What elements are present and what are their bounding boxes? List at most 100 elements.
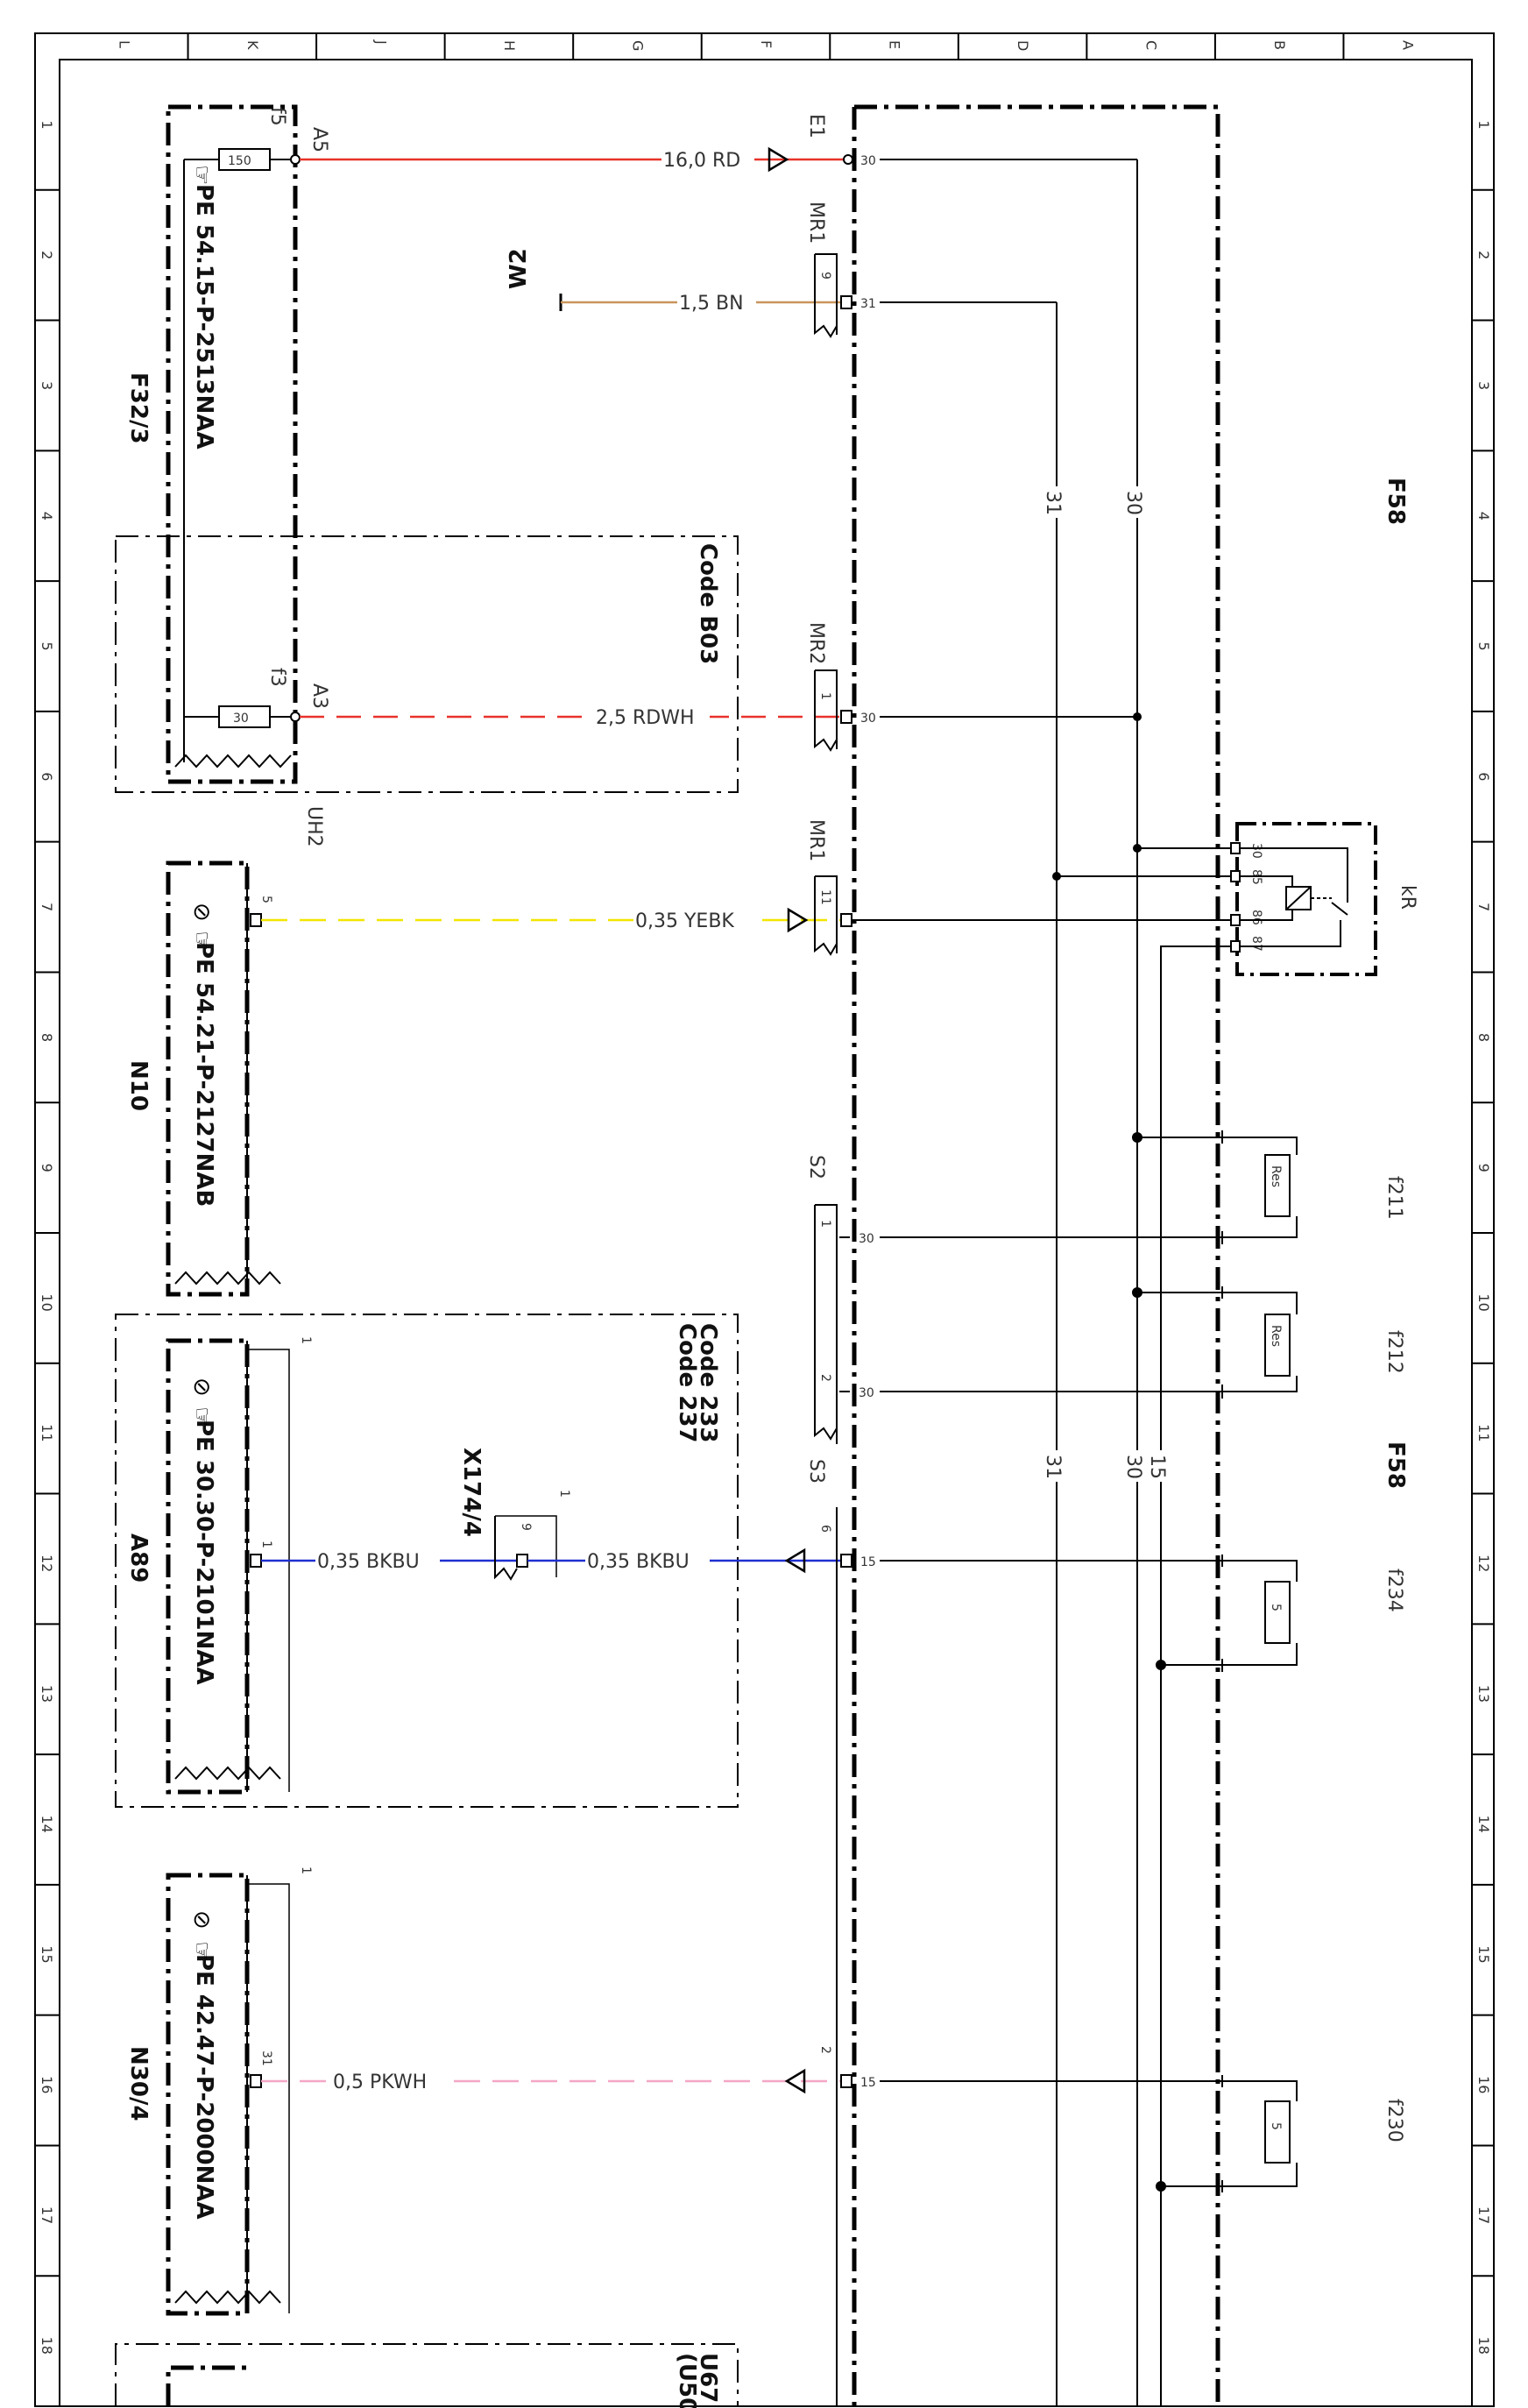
pin-a3-dot — [290, 712, 301, 722]
a89-name-label: A89 — [125, 1533, 152, 1583]
fuse-f211-label: f211 — [1383, 1176, 1405, 1220]
arrow-marker — [768, 146, 789, 173]
row-label-right-11: 11 — [1475, 1424, 1492, 1441]
pin-a5-label: A5 — [308, 127, 330, 152]
pin-s3-2: 2 — [818, 2046, 832, 2054]
pin-s2-30b: 30 — [859, 1386, 874, 1400]
row-label-right-2: 2 — [1475, 251, 1492, 259]
hand-icon: ☞ — [188, 1941, 215, 1961]
row-label-left-18: 18 — [39, 2337, 55, 2355]
n30-doc-label: PE 42.47-P-2000NAA — [191, 1954, 217, 2220]
pin-s3-15b: 15 — [860, 2076, 876, 2090]
pin-x174-top: 1 — [557, 1490, 571, 1498]
connector-e1-label: E1 — [805, 114, 827, 138]
row-label-right-7: 7 — [1475, 903, 1492, 911]
row-label-left-6: 6 — [39, 772, 55, 781]
f58-label-lower: F58 — [1383, 1441, 1409, 1489]
wire-0-5-pkwh-label: 0,5 PKWH — [333, 2072, 427, 2093]
fuse-f5-label: f5 — [266, 107, 288, 126]
row-label-left-14: 14 — [39, 1816, 55, 1833]
column-label-d: D — [1015, 40, 1031, 51]
row-label-left-15: 15 — [39, 1945, 55, 1963]
fuse-f5-value: 150 — [228, 154, 251, 168]
row-label-left-17: 17 — [39, 2206, 55, 2224]
bus-30b-label: 30 — [1122, 1455, 1144, 1479]
wire-0-35-yebk-label: 0,35 YEBK — [635, 910, 734, 932]
column-label-h: H — [501, 40, 518, 51]
pin-n30-31: 31 — [259, 2050, 273, 2066]
n10-name-label: N10 — [125, 1060, 152, 1111]
n10-doc-label: PE 54.21-P-2127NAB — [191, 942, 217, 1207]
ground-w2-label: W2 — [506, 248, 532, 289]
ecu-icon: ⊘ — [188, 1378, 215, 1397]
row-label-right-9: 9 — [1475, 1164, 1492, 1172]
fuse-f212-label: f212 — [1383, 1330, 1405, 1374]
row-label-right-4: 4 — [1475, 512, 1492, 521]
column-label-c: C — [1143, 40, 1160, 50]
relay-pin-86: 86 — [1249, 910, 1263, 925]
pin-s3-15a: 15 — [860, 1555, 876, 1569]
n30-name-label: N30/4 — [125, 2046, 152, 2121]
connector-uh2-label: UH2 — [303, 806, 325, 847]
row-label-left-10: 10 — [39, 1293, 55, 1311]
row-label-right-16: 16 — [1475, 2076, 1492, 2093]
wire-0-35-bkbu-a-label: 0,35 BKBU — [317, 1551, 420, 1573]
wire-16-rd-label: 16,0 RD — [663, 150, 740, 172]
column-label-a: A — [1400, 40, 1417, 50]
f58-label: F58 — [1383, 478, 1409, 525]
u67-box — [115, 2343, 739, 2406]
pin-mr1-11: 11 — [818, 889, 832, 905]
row-label-left-5: 5 — [39, 642, 55, 651]
hand-icon: ☞ — [188, 931, 215, 951]
row-label-left-13: 13 — [39, 1685, 55, 1703]
column-label-j: J — [372, 39, 389, 45]
row-label-left-11: 11 — [39, 1424, 55, 1441]
arrow-marker — [784, 2068, 806, 2094]
pin-mr1-31: 31 — [860, 297, 876, 311]
fuse-f3-label: f3 — [266, 668, 288, 687]
wire-1-5-bn-label: 1,5 BN — [679, 293, 744, 315]
row-label-right-1: 1 — [1475, 120, 1492, 129]
relay-kr-box — [1235, 822, 1377, 976]
column-label-g: G — [629, 40, 646, 51]
fuse-f3 — [218, 705, 271, 728]
bus-31b-label: 31 — [1042, 1455, 1064, 1479]
pin-a3-label: A3 — [308, 683, 330, 709]
fuse-f212-value: Res — [1269, 1325, 1283, 1347]
pin-n30-top: 1 — [299, 1866, 313, 1874]
pin-a89-1: 1 — [259, 1540, 273, 1548]
fuse-f230-label: f230 — [1383, 2099, 1405, 2142]
fuse-f230-value: 5 — [1269, 2122, 1283, 2130]
pin-s2-1: 1 — [818, 1220, 832, 1228]
row-label-right-17: 17 — [1475, 2206, 1492, 2224]
fuse-f211-value: Res — [1269, 1165, 1283, 1187]
pin-e1-30: 30 — [860, 154, 876, 168]
row-label-left-16: 16 — [39, 2076, 55, 2093]
connector-s3-label: S3 — [805, 1459, 827, 1484]
column-label-e: E — [887, 40, 903, 49]
u50-label: (U50 — [674, 2353, 700, 2408]
connector-mr1-top-label: MR1 — [805, 202, 827, 244]
row-label-left-3: 3 — [39, 381, 55, 390]
code-b03-box — [115, 535, 739, 793]
row-label-right-10: 10 — [1475, 1293, 1492, 1311]
row-label-left-1: 1 — [39, 120, 55, 129]
column-label-k: K — [244, 40, 261, 50]
f32-break-zigzag — [174, 754, 292, 768]
hand-icon: ☞ — [188, 1406, 215, 1427]
pin-s2-2: 2 — [818, 1374, 832, 1382]
row-label-left-7: 7 — [39, 903, 55, 911]
u67-label: U67 — [695, 2353, 721, 2403]
connector-mr1-mid-label: MR1 — [805, 819, 827, 861]
row-label-right-8: 8 — [1475, 1033, 1492, 1042]
pin-a5-dot — [290, 154, 301, 165]
pin-s2-30a: 30 — [859, 1232, 874, 1246]
pin-a89-top: 1 — [299, 1336, 313, 1344]
a89-doc-label: PE 30.30-P-2101NAA — [191, 1420, 217, 1685]
f32-name-label: F32/3 — [125, 372, 152, 444]
row-label-left-2: 2 — [39, 251, 55, 259]
column-label-l: L — [116, 40, 132, 48]
row-label-left-12: 12 — [39, 1555, 55, 1572]
code-237-label: Code 237 — [674, 1323, 700, 1443]
